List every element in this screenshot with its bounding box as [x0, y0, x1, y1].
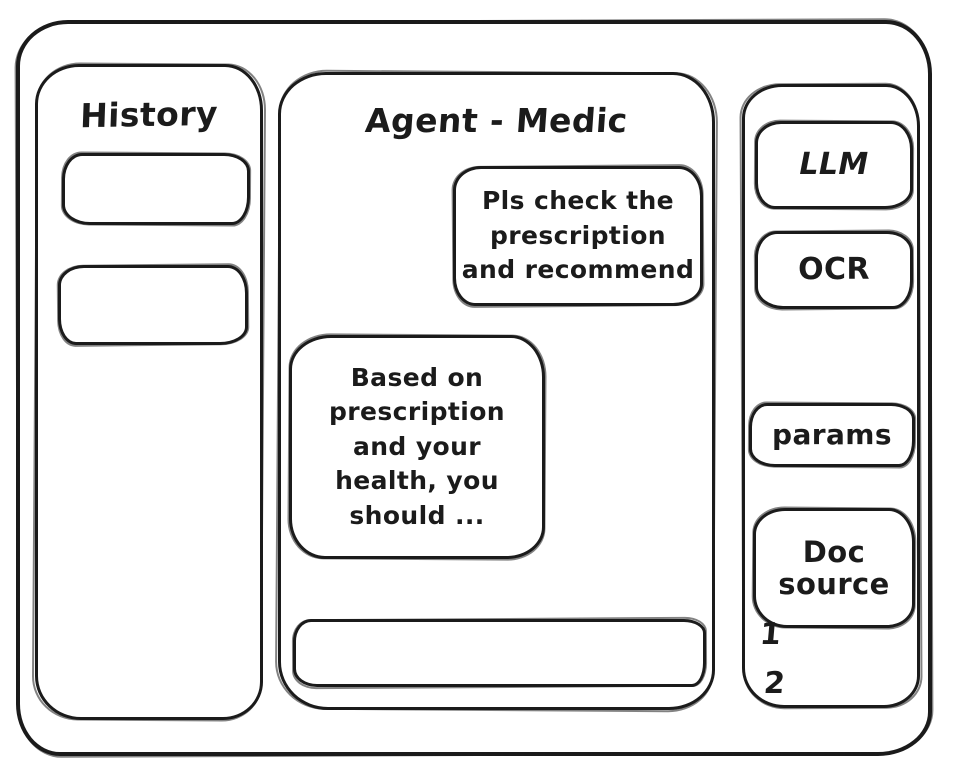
doc-source-item-1[interactable]: 1	[758, 617, 783, 652]
app-frame	[16, 20, 932, 756]
assistant-message-text: Based on prescription and your health, y…	[329, 362, 505, 530]
doc-source-item-2[interactable]: 2	[762, 666, 787, 701]
chat-input-field[interactable]	[296, 622, 703, 684]
history-panel: History	[35, 64, 263, 720]
history-item-2[interactable]	[58, 265, 248, 345]
chat-panel: Agent - Medic Pls check the prescription…	[278, 72, 715, 710]
llm-button[interactable]: LLM	[755, 121, 913, 209]
history-item-1[interactable]	[62, 153, 250, 225]
history-title: History	[79, 93, 219, 136]
tools-panel: LLM OCR params Doc source 1 2	[742, 84, 920, 708]
page-title: Agent - Medic	[363, 101, 630, 140]
params-button[interactable]: params	[749, 403, 915, 467]
chat-input[interactable]	[293, 619, 706, 687]
ocr-button[interactable]: OCR	[755, 231, 913, 309]
user-message-bubble: Pls check the prescription and recommend	[453, 166, 703, 306]
user-message-text: Pls check the prescription and recommend	[461, 186, 695, 285]
assistant-message-bubble: Based on prescription and your health, y…	[289, 335, 545, 559]
doc-source-button[interactable]: Doc source	[753, 508, 915, 628]
